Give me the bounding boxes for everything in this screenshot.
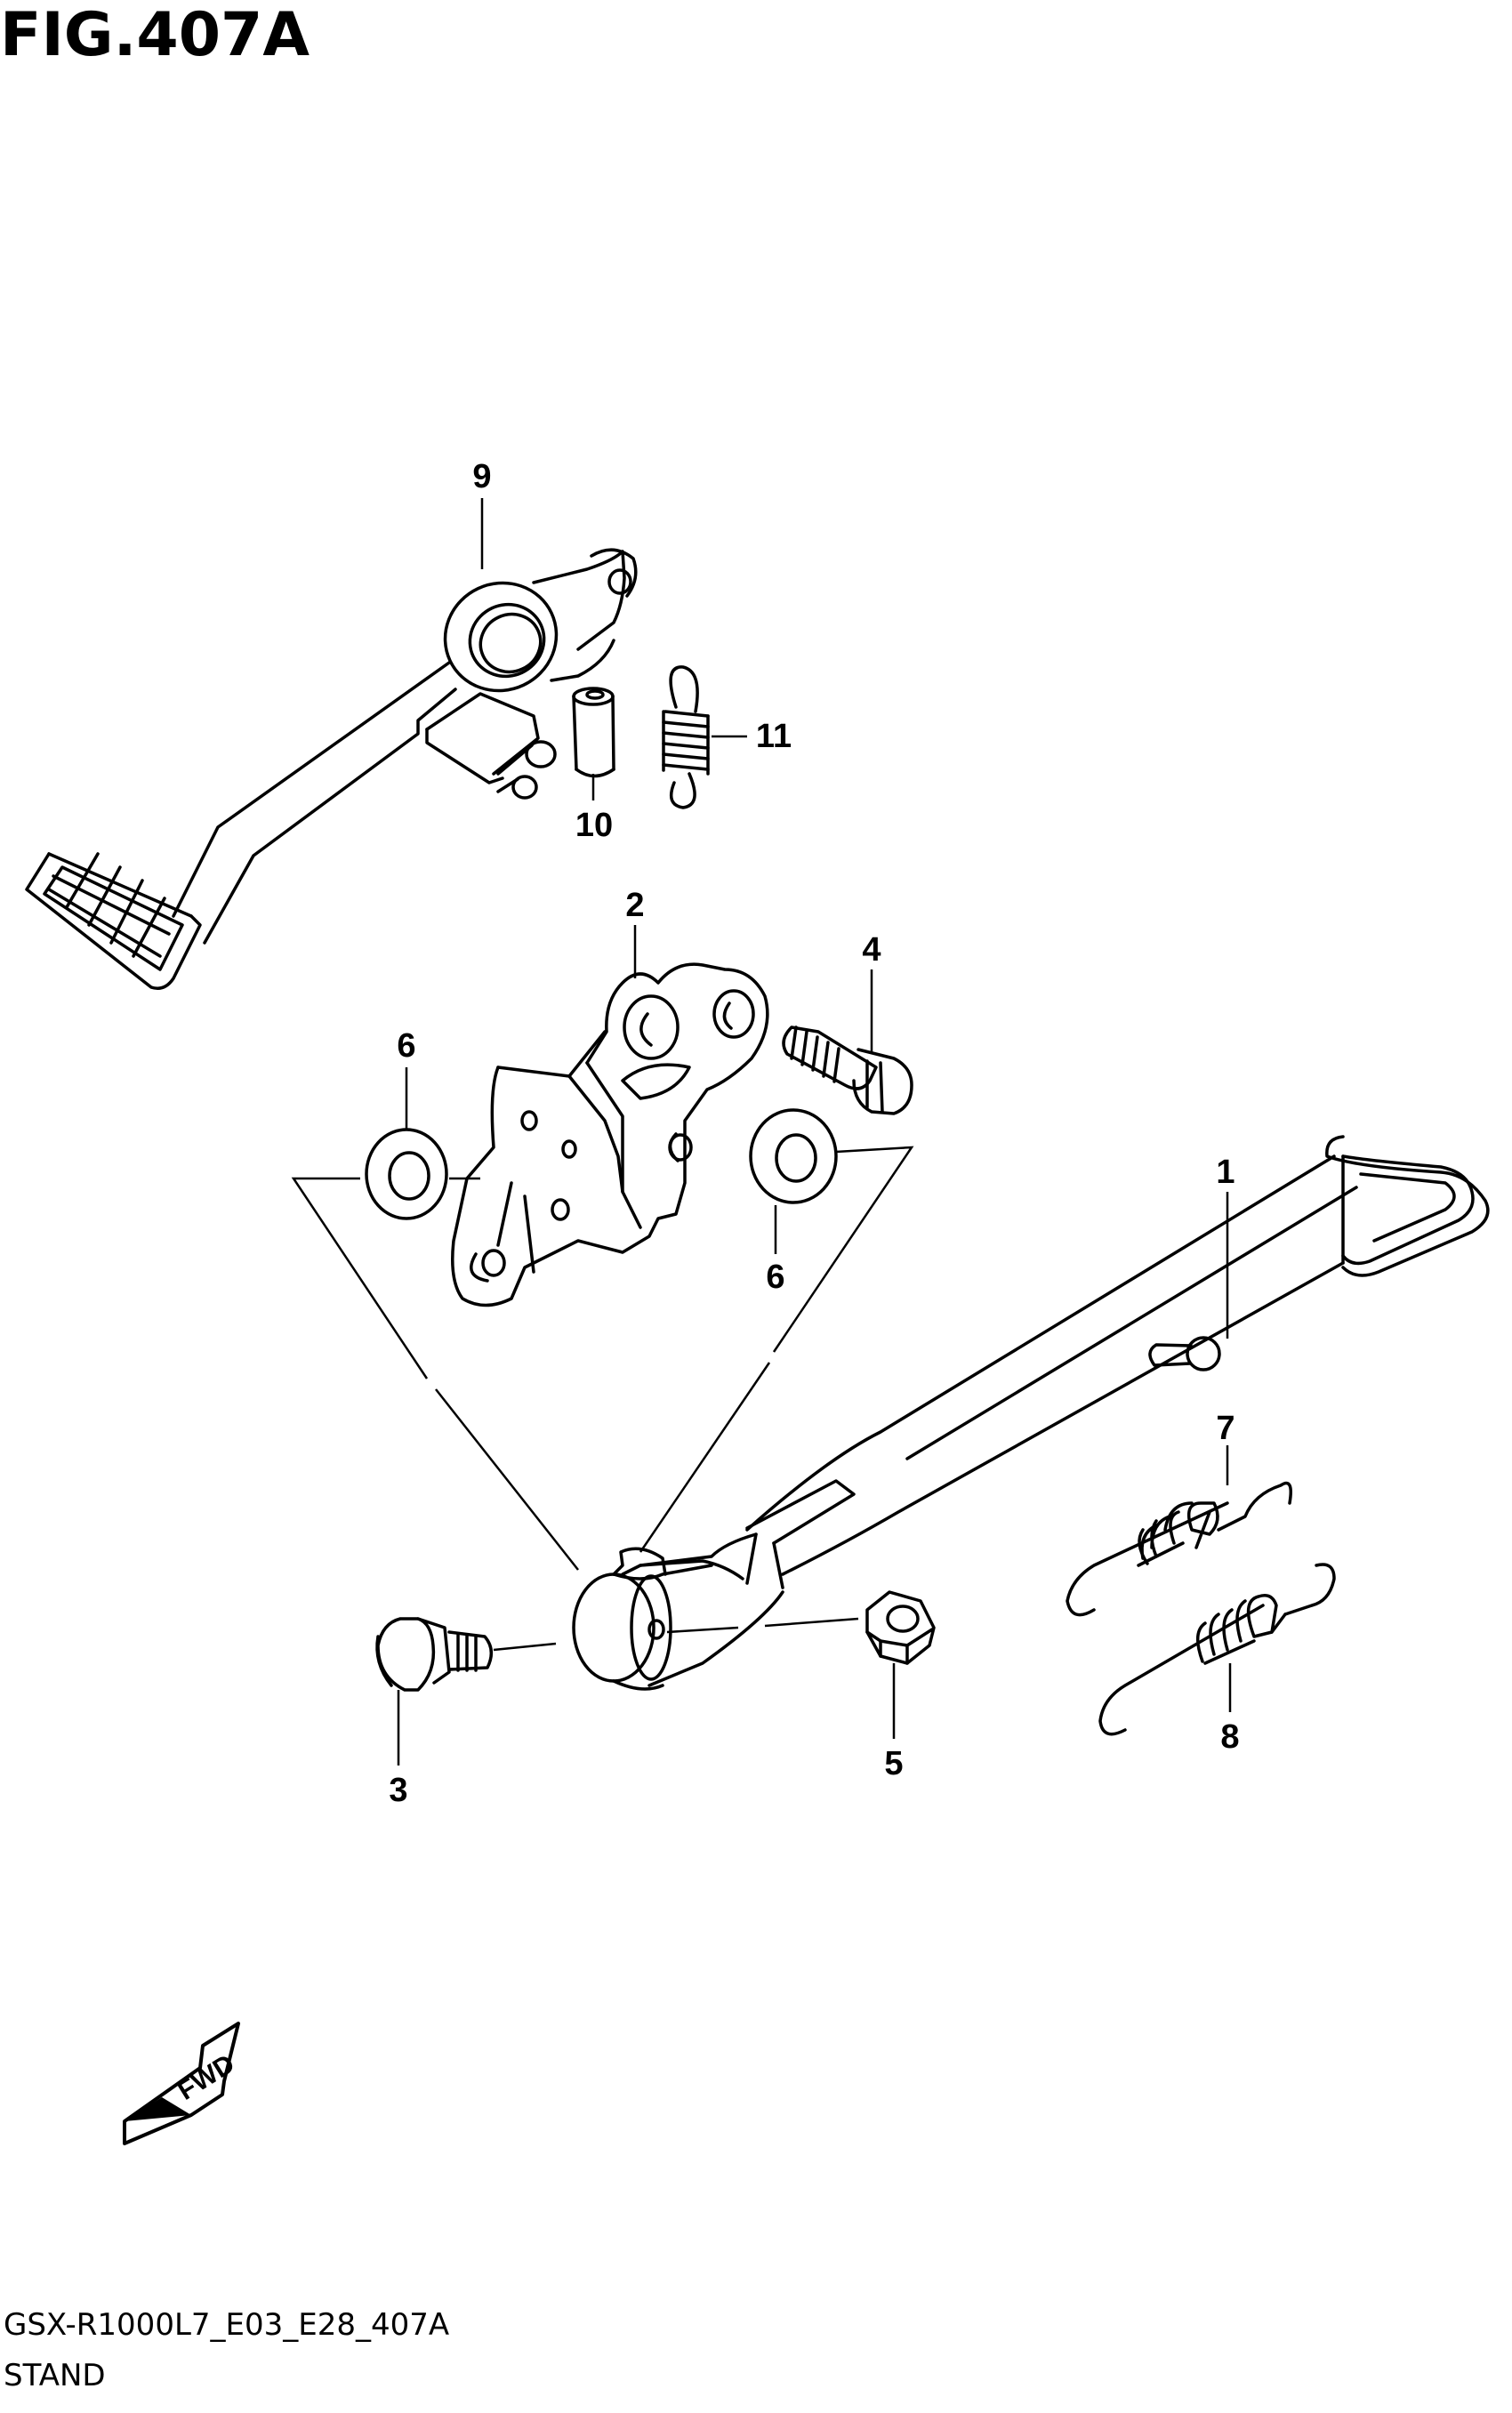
- part-9-brake-pedal: [27, 550, 636, 988]
- figure-name: STAND: [4, 2358, 106, 2393]
- callout-1: 1: [1216, 1154, 1235, 1191]
- assembly-line-nut-b: [764, 1617, 859, 1628]
- part-3-pivot-bolt: [377, 1619, 491, 1690]
- assembly-line-left-washer: [291, 1177, 429, 1379]
- assembly-line-left-pivot: [435, 1388, 579, 1571]
- callout-7: 7: [1216, 1410, 1235, 1447]
- callout-2: 2: [625, 887, 644, 924]
- part-5-nut: [867, 1592, 934, 1663]
- part-4-bolt: [784, 1027, 912, 1114]
- assembly-line-right-washer: [772, 1146, 914, 1353]
- leader-lines: [397, 498, 1232, 1766]
- assembly-line-bolt: [493, 1642, 557, 1652]
- part-7-spring: [1067, 1484, 1291, 1615]
- callout-10: 10: [575, 807, 613, 844]
- callout-6-right: 6: [766, 1259, 784, 1296]
- callout-11: 11: [756, 718, 792, 755]
- figure-code: GSX-R1000L7_E03_E28_407A: [4, 2307, 449, 2343]
- callout-3: 3: [389, 1772, 407, 1809]
- part-6-washer-right: [751, 1110, 836, 1202]
- callout-8: 8: [1220, 1718, 1239, 1756]
- part-1-side-stand: [574, 1137, 1488, 1689]
- part-2-stand-bracket: [453, 964, 768, 1305]
- callout-6-left: 6: [397, 1027, 415, 1065]
- figure-title: FIG.407A: [0, 0, 310, 70]
- part-8-spring: [1100, 1564, 1334, 1734]
- assembly-line-right-pivot: [639, 1362, 771, 1553]
- part-11-spring: [664, 667, 708, 808]
- callout-5: 5: [884, 1745, 903, 1782]
- assembly-line-nut-a: [666, 1626, 739, 1634]
- assembly-lines: [291, 1146, 914, 1652]
- part-10-bushing: [574, 688, 614, 776]
- callout-9: 9: [472, 458, 491, 495]
- callout-4: 4: [862, 931, 881, 969]
